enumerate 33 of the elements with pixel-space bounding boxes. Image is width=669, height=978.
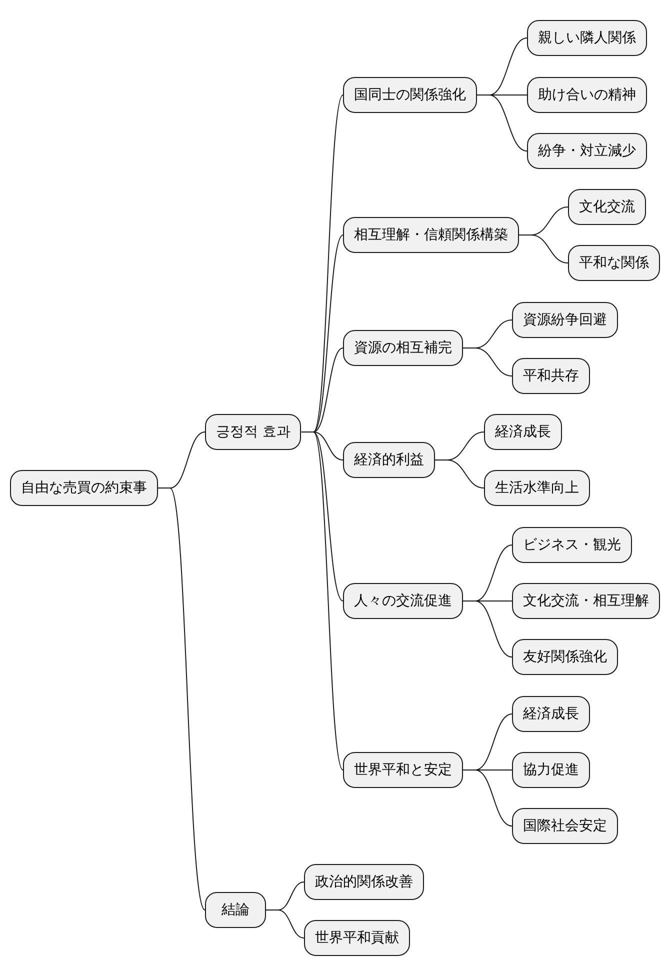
topic-box: 平和共存 [512, 358, 590, 394]
topic-box: 資源の相互補完 [343, 330, 463, 366]
topic-box: 相互理解・信頼関係構築 [343, 217, 519, 253]
topic-box: 結論 [205, 892, 266, 928]
topic-box: 親しい隣人関係 [527, 20, 647, 56]
connector-line [434, 460, 484, 488]
topic-box: 資源紛争回避 [512, 302, 618, 338]
topic-box: 友好関係強化 [512, 639, 618, 675]
topic-box: 経済成長 [484, 414, 562, 450]
topic-box: ビジネス・観光 [512, 527, 632, 563]
topic-box: 国同士の関係強化 [343, 77, 477, 113]
topic-box: 協力促進 [512, 752, 590, 788]
topic-box: 平和な関係 [568, 245, 660, 281]
connector-line [266, 910, 304, 938]
connector-line [462, 600, 512, 658]
connector-line [518, 234, 568, 264]
topic-box: 助け合いの精神 [527, 77, 647, 113]
connector-line [462, 770, 512, 826]
topic-box: 文化交流 [568, 189, 646, 225]
topic-box: 긍정적 효과 [205, 414, 302, 450]
topic-box: 人々の交流促進 [343, 583, 463, 619]
topic-box: 世界平和と安定 [343, 752, 463, 788]
topic-box: 経済成長 [512, 696, 590, 732]
topic-box: 文化交流・相互理解 [512, 583, 660, 619]
topic-box: 世界平和貢献 [304, 920, 410, 956]
topic-box: 自由な売買の約束事 [10, 470, 158, 506]
topic-box: 紛争・対立減少 [527, 133, 647, 169]
topic-box: 生活水準向上 [484, 470, 590, 506]
connector-line [476, 94, 528, 152]
topic-box: 経済的利益 [343, 442, 435, 478]
topic-box: 国際社会安定 [512, 808, 618, 844]
topic-box: 政治的関係改善 [304, 864, 424, 900]
connector-line [462, 348, 512, 376]
